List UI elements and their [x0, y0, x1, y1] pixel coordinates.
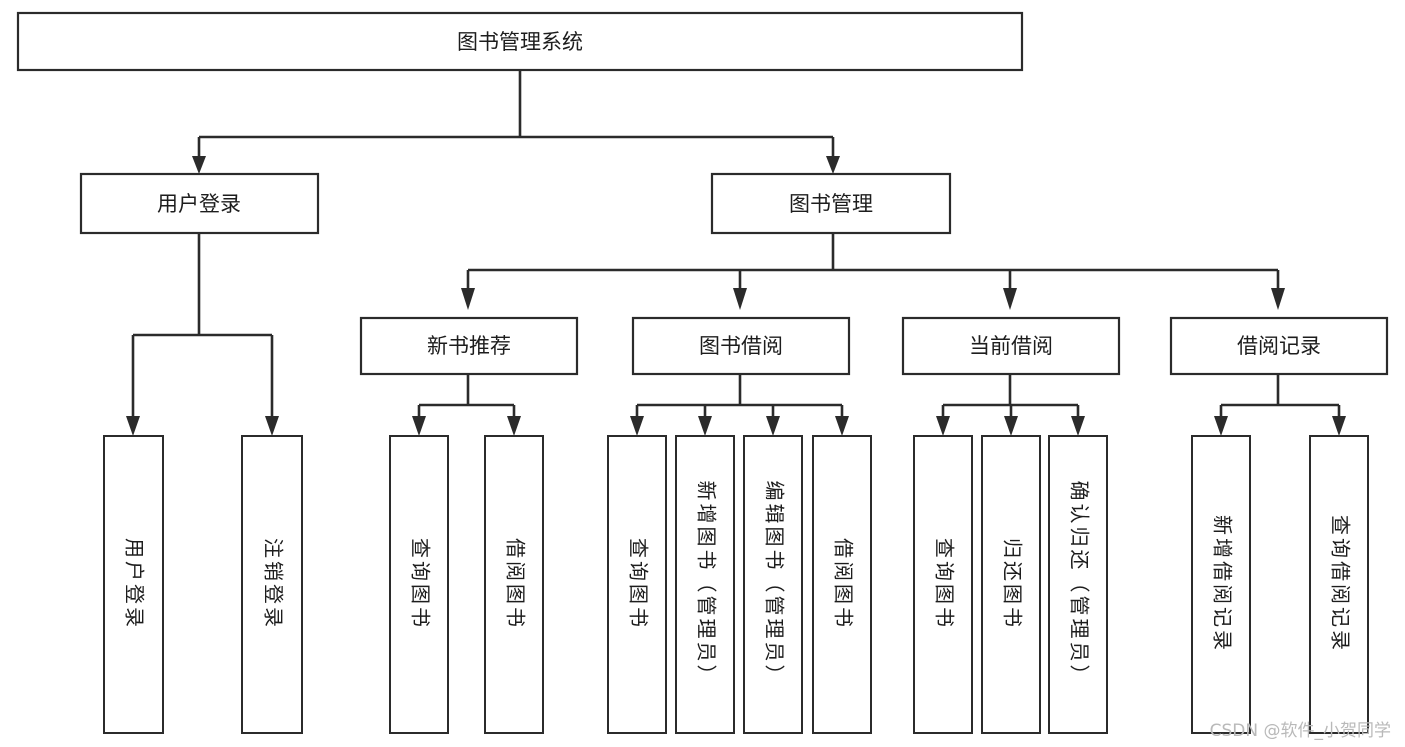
node-leaf-confirm-return[interactable]: 确认归还（管理员） — [1048, 435, 1108, 734]
node-root-box[interactable] — [16, 11, 1024, 72]
node-root-label: 图书管理系统 — [457, 30, 583, 54]
node-user-login-box[interactable] — [79, 172, 320, 235]
node-current-borrow-box[interactable] — [901, 316, 1121, 376]
node-leaf-query-book-1-box[interactable] — [389, 435, 449, 734]
arrow-to-leaf-borrow-book-2 — [835, 416, 849, 436]
arrow-to-user-login — [192, 156, 206, 174]
node-leaf-add-borrow-record-label: 新增借阅记录 — [1211, 515, 1235, 653]
arrow-to-current-borrow — [1003, 288, 1017, 310]
node-borrow-record[interactable]: 借阅记录 — [1169, 316, 1389, 376]
node-leaf-query-book-3-label: 查询图书 — [933, 538, 957, 630]
node-current-borrow-label: 当前借阅 — [969, 334, 1053, 358]
node-leaf-add-book-box[interactable] — [675, 435, 735, 734]
arrow-to-leaf-query-book-3 — [936, 416, 950, 436]
node-leaf-return-book-label: 归还图书 — [1001, 538, 1025, 630]
arrow-to-leaf-user-login — [126, 416, 140, 436]
node-leaf-add-borrow-record[interactable]: 新增借阅记录 — [1191, 435, 1251, 734]
node-current-borrow[interactable]: 当前借阅 — [901, 316, 1121, 376]
node-leaf-query-book-3-box[interactable] — [913, 435, 973, 734]
node-leaf-user-login[interactable]: 用户登录 — [103, 435, 164, 734]
node-leaf-add-borrow-record-box[interactable] — [1191, 435, 1251, 734]
node-book-management-label: 图书管理 — [789, 192, 873, 216]
arrow-to-leaf-add-book — [698, 416, 712, 436]
arrow-to-borrow-record — [1271, 288, 1285, 310]
node-leaf-return-book[interactable]: 归还图书 — [981, 435, 1041, 734]
node-leaf-borrow-book-2-label: 借阅图书 — [832, 538, 856, 630]
node-book-borrow[interactable]: 图书借阅 — [631, 316, 851, 376]
arrow-to-leaf-return-book — [1004, 416, 1018, 436]
arrow-to-leaf-query-borrow-record — [1332, 416, 1346, 436]
node-leaf-borrow-book-1-box[interactable] — [484, 435, 544, 734]
node-book-management-box[interactable] — [710, 172, 952, 235]
arrow-to-book-management — [826, 156, 840, 174]
arrow-to-book-borrow — [733, 288, 747, 310]
node-leaf-query-book-2-label: 查询图书 — [627, 538, 651, 630]
node-user-login-label: 用户登录 — [157, 192, 241, 216]
node-leaf-query-book-3[interactable]: 查询图书 — [913, 435, 973, 734]
node-leaf-borrow-book-1-label: 借阅图书 — [504, 538, 528, 630]
arrow-to-leaf-borrow-book-1 — [507, 416, 521, 436]
node-book-borrow-box[interactable] — [631, 316, 851, 376]
node-leaf-query-book-1-label: 查询图书 — [409, 538, 433, 630]
node-leaf-confirm-return-box[interactable] — [1048, 435, 1108, 734]
node-leaf-query-borrow-record-label: 查询借阅记录 — [1329, 515, 1353, 653]
arrow-to-leaf-confirm-return — [1071, 416, 1085, 436]
node-leaf-query-borrow-record[interactable]: 查询借阅记录 — [1309, 435, 1369, 734]
node-book-management[interactable]: 图书管理 — [710, 172, 952, 235]
node-leaf-add-book[interactable]: 新增图书（管理员） — [675, 435, 735, 734]
node-leaf-query-book-1[interactable]: 查询图书 — [389, 435, 449, 734]
node-borrow-record-label: 借阅记录 — [1237, 334, 1321, 358]
node-leaf-query-borrow-record-box[interactable] — [1309, 435, 1369, 734]
node-leaf-return-book-box[interactable] — [981, 435, 1041, 734]
node-root[interactable]: 图书管理系统 — [16, 11, 1024, 72]
node-leaf-edit-book[interactable]: 编辑图书（管理员） — [743, 435, 803, 734]
arrow-to-leaf-query-book-1 — [412, 416, 426, 436]
arrow-to-leaf-add-borrow-record — [1214, 416, 1228, 436]
node-leaf-user-login-label: 用户登录 — [123, 538, 147, 630]
node-leaf-logout-login-label: 注销登录 — [262, 538, 286, 630]
arrow-to-leaf-query-book-2 — [630, 416, 644, 436]
node-leaf-confirm-return-label: 确认归还（管理员） — [1068, 481, 1092, 688]
node-leaf-user-login-box[interactable] — [103, 435, 164, 734]
node-leaf-borrow-book-2[interactable]: 借阅图书 — [812, 435, 872, 734]
node-leaf-edit-book-box[interactable] — [743, 435, 803, 734]
node-leaf-logout-login-box[interactable] — [241, 435, 303, 734]
node-leaf-borrow-book-2-box[interactable] — [812, 435, 872, 734]
node-leaf-edit-book-label: 编辑图书（管理员） — [763, 481, 787, 688]
node-borrow-record-box[interactable] — [1169, 316, 1389, 376]
node-leaf-borrow-book-1[interactable]: 借阅图书 — [484, 435, 544, 734]
node-leaf-logout-login[interactable]: 注销登录 — [241, 435, 303, 734]
arrow-to-leaf-edit-book — [766, 416, 780, 436]
node-user-login[interactable]: 用户登录 — [79, 172, 320, 235]
connector-layer — [126, 70, 1346, 436]
node-leaf-query-book-2[interactable]: 查询图书 — [607, 435, 667, 734]
node-new-book-recommend[interactable]: 新书推荐 — [359, 316, 579, 376]
node-book-borrow-label: 图书借阅 — [699, 334, 783, 358]
node-new-book-recommend-box[interactable] — [359, 316, 579, 376]
arrow-to-leaf-logout-login — [265, 416, 279, 436]
arrow-to-new-book-recommend — [461, 288, 475, 310]
node-leaf-query-book-2-box[interactable] — [607, 435, 667, 734]
node-leaf-add-book-label: 新增图书（管理员） — [695, 481, 719, 688]
node-new-book-recommend-label: 新书推荐 — [427, 334, 511, 358]
